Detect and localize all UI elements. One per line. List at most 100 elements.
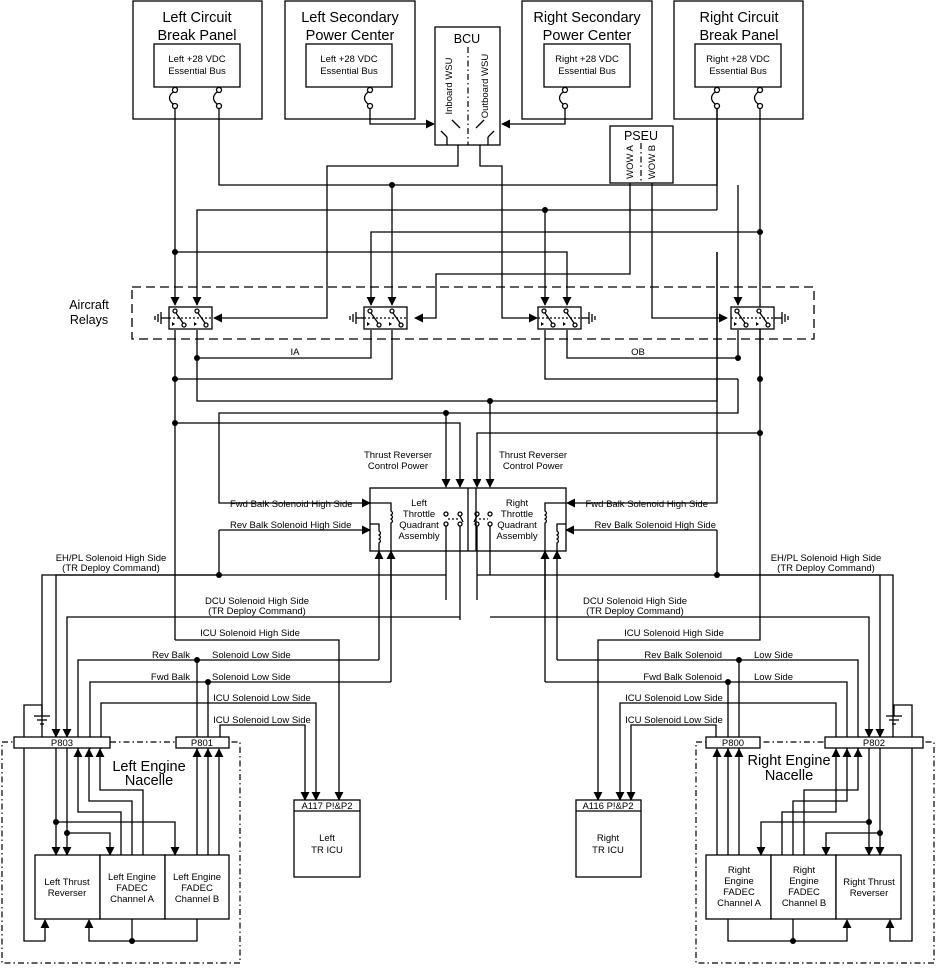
pseu-title: PSEU — [624, 129, 658, 143]
right-icu-title-1: Right — [597, 833, 620, 844]
wsu-switch-icon — [440, 119, 495, 145]
right-icu-low-2-label: ICU Solenoid Low Side — [625, 715, 723, 726]
ground-icon — [886, 704, 913, 744]
left-rev-low-label: Solenoid Low Side — [212, 650, 291, 661]
right-spc-bus-2: Essential Bus — [558, 66, 616, 77]
right-nacelle-title-2: Nacelle — [765, 768, 813, 784]
left-fwd-balk-low-label: Fwd Balk — [151, 672, 190, 683]
right-ehpl-label-1: EH/PL Solenoid High Side — [771, 553, 882, 564]
relay-right-ia — [349, 306, 408, 330]
left-fadec-a-3: Channel A — [110, 894, 155, 905]
right-dcu-label-2: (TR Deploy Command) — [586, 606, 684, 617]
relay-left-ia — [154, 306, 213, 330]
tr-power-left-2: Control Power — [368, 461, 428, 472]
left-icu-low-2-label: ICU Solenoid Low Side — [213, 715, 311, 726]
left-spc-bus-2: Essential Bus — [320, 66, 378, 77]
right-secondary-power-center: Right Secondary Power Center Right +28 V… — [521, 0, 653, 120]
right-tqa-2: Throttle — [501, 509, 533, 520]
right-icu-high-label: ICU Solenoid High Side — [624, 628, 724, 639]
right-fadec-b-4: Channel B — [782, 898, 826, 909]
outboard-wsu-label: Outboard WSU — [480, 54, 491, 119]
mid-wiring — [41, 252, 894, 744]
pseu-box: PSEU WOW A WOW B — [609, 125, 674, 184]
wow-a-label: WOW A — [625, 144, 636, 178]
ground-icon — [581, 312, 596, 324]
lower-wiring: EH/PL Solenoid High Side (TR Deploy Comm… — [51, 440, 885, 801]
right-fadec-a-2: Engine — [724, 876, 754, 887]
left-fadec-a-1: Left Engine — [108, 872, 156, 883]
tr-power-right-2: Control Power — [503, 461, 563, 472]
tr-power-right-1: Thrust Reverser — [499, 450, 567, 461]
left-secondary-power-center: Left Secondary Power Center Left +28 VDC… — [284, 0, 416, 120]
left-icu-connector: A117 P!&P2 — [301, 801, 352, 812]
bcu-title: BCU — [454, 32, 480, 46]
left-tr-icu: A117 P!&P2 Left TR ICU — [293, 799, 361, 878]
ground-icon — [349, 312, 364, 324]
right-spc-bus-1: Right +28 VDC — [555, 54, 619, 65]
left-dcu-label-2: (TR Deploy Command) — [208, 606, 306, 617]
left-tr-label-1: Left Thrust — [44, 877, 90, 888]
right-cb-title-2: Break Panel — [700, 28, 779, 44]
p801-label: P801 — [191, 738, 213, 749]
left-tr-label-2: Reverser — [48, 888, 87, 899]
right-spc-title-1: Right Secondary — [533, 10, 641, 26]
right-tqa-3: Quadrant — [497, 520, 537, 531]
right-cb-title-1: Right Circuit — [700, 10, 779, 26]
right-fadec-a-4: Channel A — [717, 898, 762, 909]
aircraft-relays-group — [131, 286, 815, 340]
throttle-quadrants: Thrust Reverser Control Power Thrust Rev… — [219, 450, 717, 620]
right-ehpl-label-2: (TR Deploy Command) — [777, 563, 875, 574]
p803-label: P803 — [51, 738, 73, 749]
left-ehpl-label-2: (TR Deploy Command) — [62, 563, 160, 574]
right-fwd-balk-label: Fwd Balk Solenoid High Side — [585, 499, 708, 510]
solenoid-coil-icon — [370, 502, 566, 600]
right-fadec-b-2: Engine — [789, 876, 819, 887]
right-tr-icu: A116 P!&P2 Right TR ICU — [575, 799, 642, 878]
right-fwd-balk-low-label: Fwd Balk Solenoid — [643, 672, 722, 683]
left-spc-title-1: Left Secondary — [301, 10, 399, 26]
left-icu-title-1: Left — [319, 833, 335, 844]
left-ehpl-label-1: EH/PL Solenoid High Side — [56, 553, 167, 564]
right-icu-title-2: TR ICU — [592, 845, 624, 856]
left-circuit-breaker-panel: Left Circuit Break Panel Left +28 VDC Es… — [132, 0, 263, 120]
left-cb-bus-2: Essential Bus — [168, 66, 226, 77]
left-icu-high-label: ICU Solenoid High Side — [200, 628, 300, 639]
left-tqa-2: Throttle — [403, 509, 435, 520]
inboard-wsu-label: Inboard WSU — [444, 57, 455, 114]
right-fadec-b-3: FADEC — [788, 887, 820, 898]
left-fadec-b-3: Channel B — [175, 894, 219, 905]
wow-b-label: WOW B — [647, 145, 658, 179]
left-tqa-1: Left — [411, 498, 427, 509]
left-fadec-b-2: FADEC — [181, 883, 213, 894]
relay-right-ob — [730, 306, 789, 330]
tr-power-left-1: Thrust Reverser — [364, 450, 432, 461]
ob-label: OB — [631, 347, 645, 358]
left-fadec-a-2: FADEC — [116, 883, 148, 894]
right-engine-nacelle: P800 P802 Right Engine Nacelle Right Eng… — [695, 704, 935, 964]
right-fadec-b-1: Right — [793, 865, 816, 876]
ground-icon — [154, 312, 169, 324]
right-rev-low-label: Low Side — [754, 650, 793, 661]
right-nacelle-title-1: Right Engine — [747, 753, 830, 769]
left-engine-nacelle: P803 P801 Left Engine Nacelle Left Thrus… — [1, 704, 241, 964]
right-tr-label-2: Reverser — [850, 888, 889, 899]
right-tqa-4: Assembly — [496, 531, 537, 542]
left-cb-title-1: Left Circuit — [162, 10, 231, 26]
right-fadec-a-3: FADEC — [723, 887, 755, 898]
relay-left-ob — [537, 306, 596, 330]
right-fwd-low-label: Low Side — [754, 672, 793, 683]
right-tqa-1: Right — [506, 498, 529, 509]
bcu-box: BCU Inboard WSU Outboard WSU — [434, 26, 501, 146]
ia-label: IA — [291, 347, 301, 358]
ground-icon — [774, 312, 789, 324]
aircraft-relays-label-2: Relays — [70, 313, 108, 327]
left-fwd-low-label: Solenoid Low Side — [212, 672, 291, 683]
right-cb-bus-1: Right +28 VDC — [706, 54, 770, 65]
left-icu-low-1-label: ICU Solenoid Low Side — [213, 693, 311, 704]
left-rev-balk-label: Rev Balk Solenoid High Side — [230, 520, 351, 531]
right-rev-balk-low-label: Rev Balk Solenoid — [644, 650, 722, 661]
right-dcu-label-1: DCU Solenoid High Side — [583, 596, 687, 607]
left-nacelle-title-1: Left Engine — [112, 759, 185, 775]
left-icu-title-2: TR ICU — [311, 845, 343, 856]
